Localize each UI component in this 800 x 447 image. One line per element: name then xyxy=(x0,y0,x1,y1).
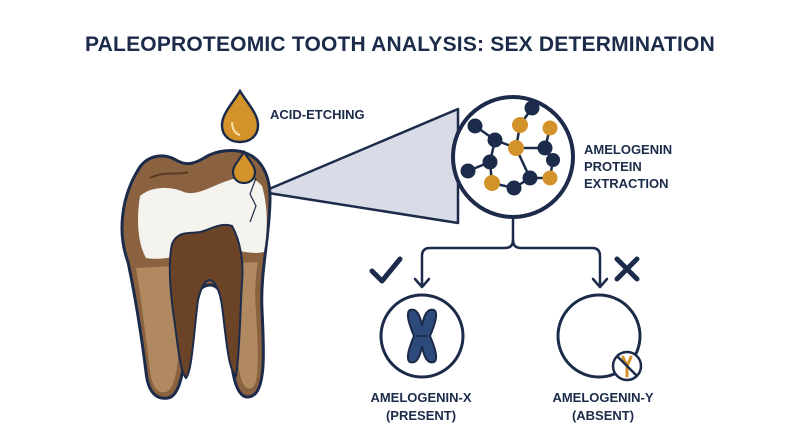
amelogenin-x-label: AMELOGENIN-X (PRESENT) xyxy=(356,389,486,425)
amelogenin-y-name: AMELOGENIN-Y xyxy=(552,390,654,405)
amelogenin-y-label: AMELOGENIN-Y (ABSENT) xyxy=(538,389,668,425)
page-title: PALEOPROTEOMIC TOOTH ANALYSIS: SEX DETER… xyxy=(85,33,715,56)
cross-icon xyxy=(614,256,640,282)
amelogenin-extraction-line-2: PROTEIN xyxy=(584,159,642,174)
amelogenin-extraction-label: AMELOGENIN PROTEIN EXTRACTION xyxy=(584,141,672,192)
y-chromosome-absent-icon xyxy=(611,350,643,382)
branch-arrows xyxy=(413,215,609,289)
acid-drop-large-highlight xyxy=(231,121,241,136)
amelogenin-extraction-line-1: AMELOGENIN xyxy=(584,142,673,157)
tooth-crown-ridge xyxy=(149,171,189,179)
check-icon xyxy=(369,256,403,284)
tooth-crack xyxy=(249,177,257,223)
acid-drop-small xyxy=(231,149,257,185)
amelogenin-x-status: (PRESENT) xyxy=(385,408,457,423)
amelogenin-x-name: AMELOGENIN-X xyxy=(370,390,472,405)
acid-etching-label: ACID-ETCHING xyxy=(270,107,365,122)
magnification-cone xyxy=(260,107,460,225)
acid-drop-large xyxy=(220,88,260,144)
tooth-illustration xyxy=(120,149,272,400)
amelogenin-y-status: (ABSENT) xyxy=(571,408,635,423)
molecule-atoms xyxy=(460,100,560,196)
tooth-root-light xyxy=(136,262,258,393)
amelogenin-extraction-line-3: EXTRACTION xyxy=(584,176,669,191)
tooth-pulp xyxy=(168,223,244,380)
